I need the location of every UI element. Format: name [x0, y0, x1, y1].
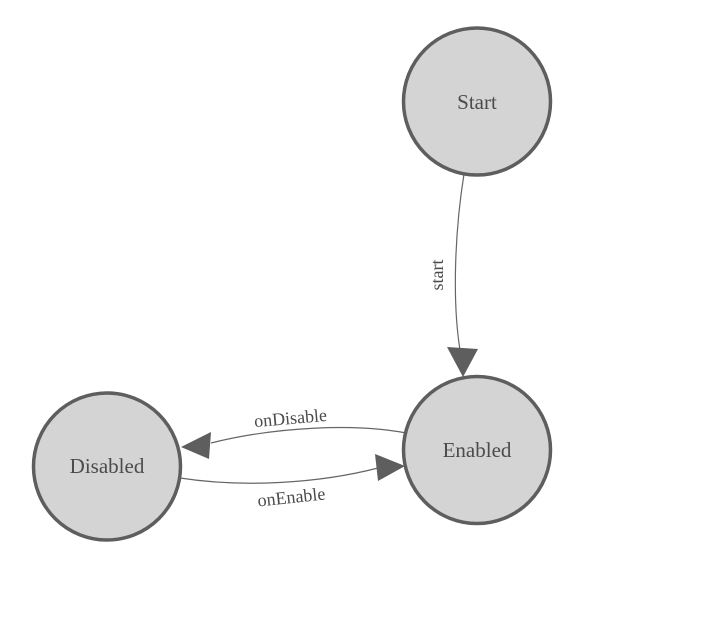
transition-disabled-to-enabled: onEnable — [179, 454, 405, 511]
arrowhead-down-icon — [447, 347, 478, 377]
state-node-enabled: Enabled — [401, 374, 553, 526]
edge-line-start — [454, 173, 465, 351]
state-circle-disabled — [31, 391, 183, 542]
state-label-enabled: Enabled — [443, 438, 512, 462]
arrowhead-left-icon — [181, 432, 211, 459]
edge-label-start: start — [427, 260, 447, 291]
state-circle-enabled — [401, 374, 553, 526]
state-label-start: Start — [457, 90, 497, 114]
edge-line-onenable — [179, 467, 379, 484]
edge-label-onenable: onEnable — [257, 484, 327, 511]
state-node-start: Start — [401, 26, 553, 177]
transition-enabled-to-disabled: onDisable — [181, 405, 407, 459]
state-circle-start — [401, 26, 553, 177]
state-node-disabled: Disabled — [31, 391, 183, 542]
state-label-disabled: Disabled — [70, 454, 145, 478]
edge-line-ondisable — [210, 426, 407, 444]
transition-start-to-enabled: start — [427, 173, 478, 377]
edge-label-ondisable: onDisable — [253, 405, 327, 431]
arrowhead-right-icon — [375, 454, 405, 481]
